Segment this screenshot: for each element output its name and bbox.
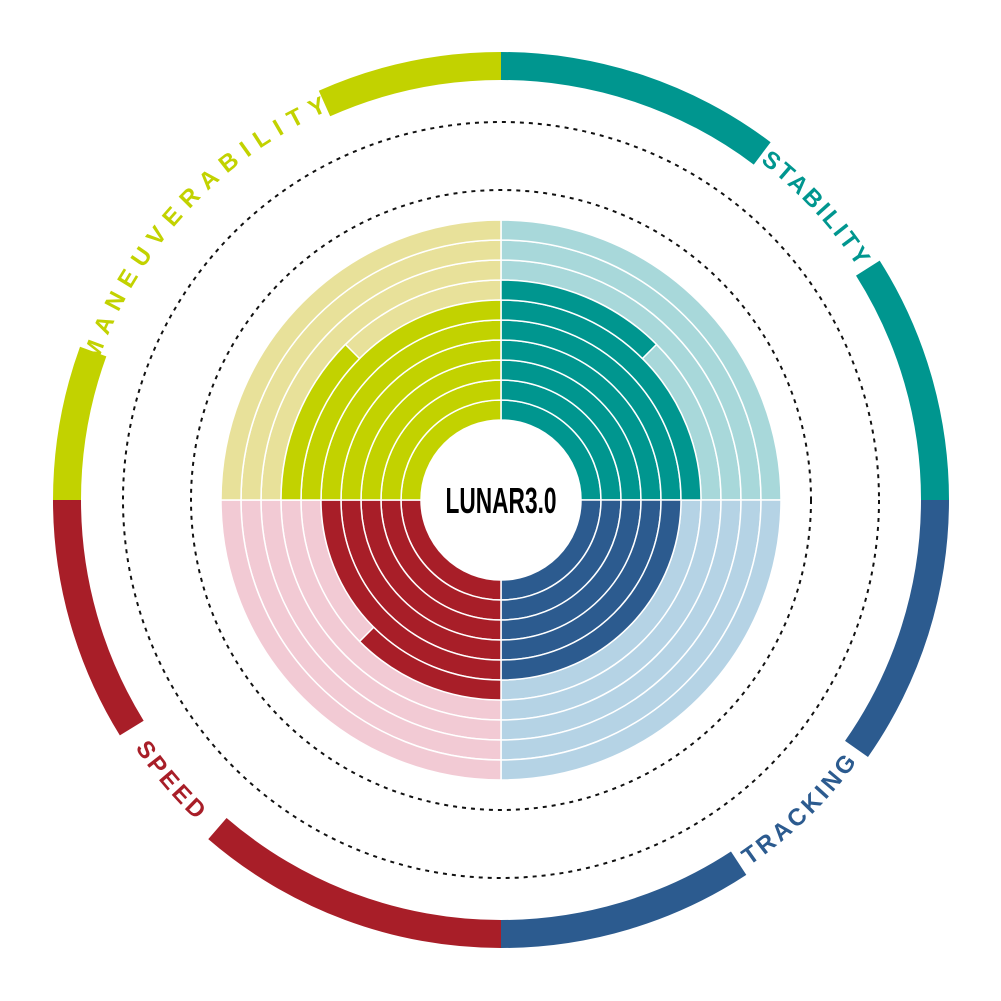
outer-arc-tracking-b xyxy=(501,851,747,948)
outer-arc-stability-b xyxy=(856,260,949,500)
label-speed-text: SPEED xyxy=(130,735,210,826)
outer-arc-speed-a xyxy=(208,817,501,948)
label-stability: STABILITY xyxy=(757,145,877,272)
label-stability-text: STABILITY xyxy=(757,145,874,272)
outer-arc-maneuverability-b xyxy=(318,52,501,117)
outer-arc-maneuverability-a xyxy=(53,346,107,500)
value-ring-maneuverability-partial xyxy=(280,343,361,501)
outer-arc-stability-a xyxy=(501,52,771,165)
outer-arc-tracking-a xyxy=(845,500,949,757)
label-speed: SPEED xyxy=(130,735,213,826)
value-rings xyxy=(280,279,702,701)
label-tracking-text: TRACKING xyxy=(737,747,860,871)
value-ring-speed-partial xyxy=(358,626,502,701)
inner-dashed-circle xyxy=(190,189,812,811)
label-tracking: TRACKING xyxy=(737,747,863,871)
ring-bg-maneuverability-10 xyxy=(220,219,502,501)
category-outer-arcs xyxy=(53,52,949,948)
chart-title: LUNAR3.0 xyxy=(446,480,557,521)
outer-dashed-circle xyxy=(122,121,880,879)
outer-arc-speed-b xyxy=(53,500,144,736)
value-ring-stability-partial xyxy=(500,279,658,360)
